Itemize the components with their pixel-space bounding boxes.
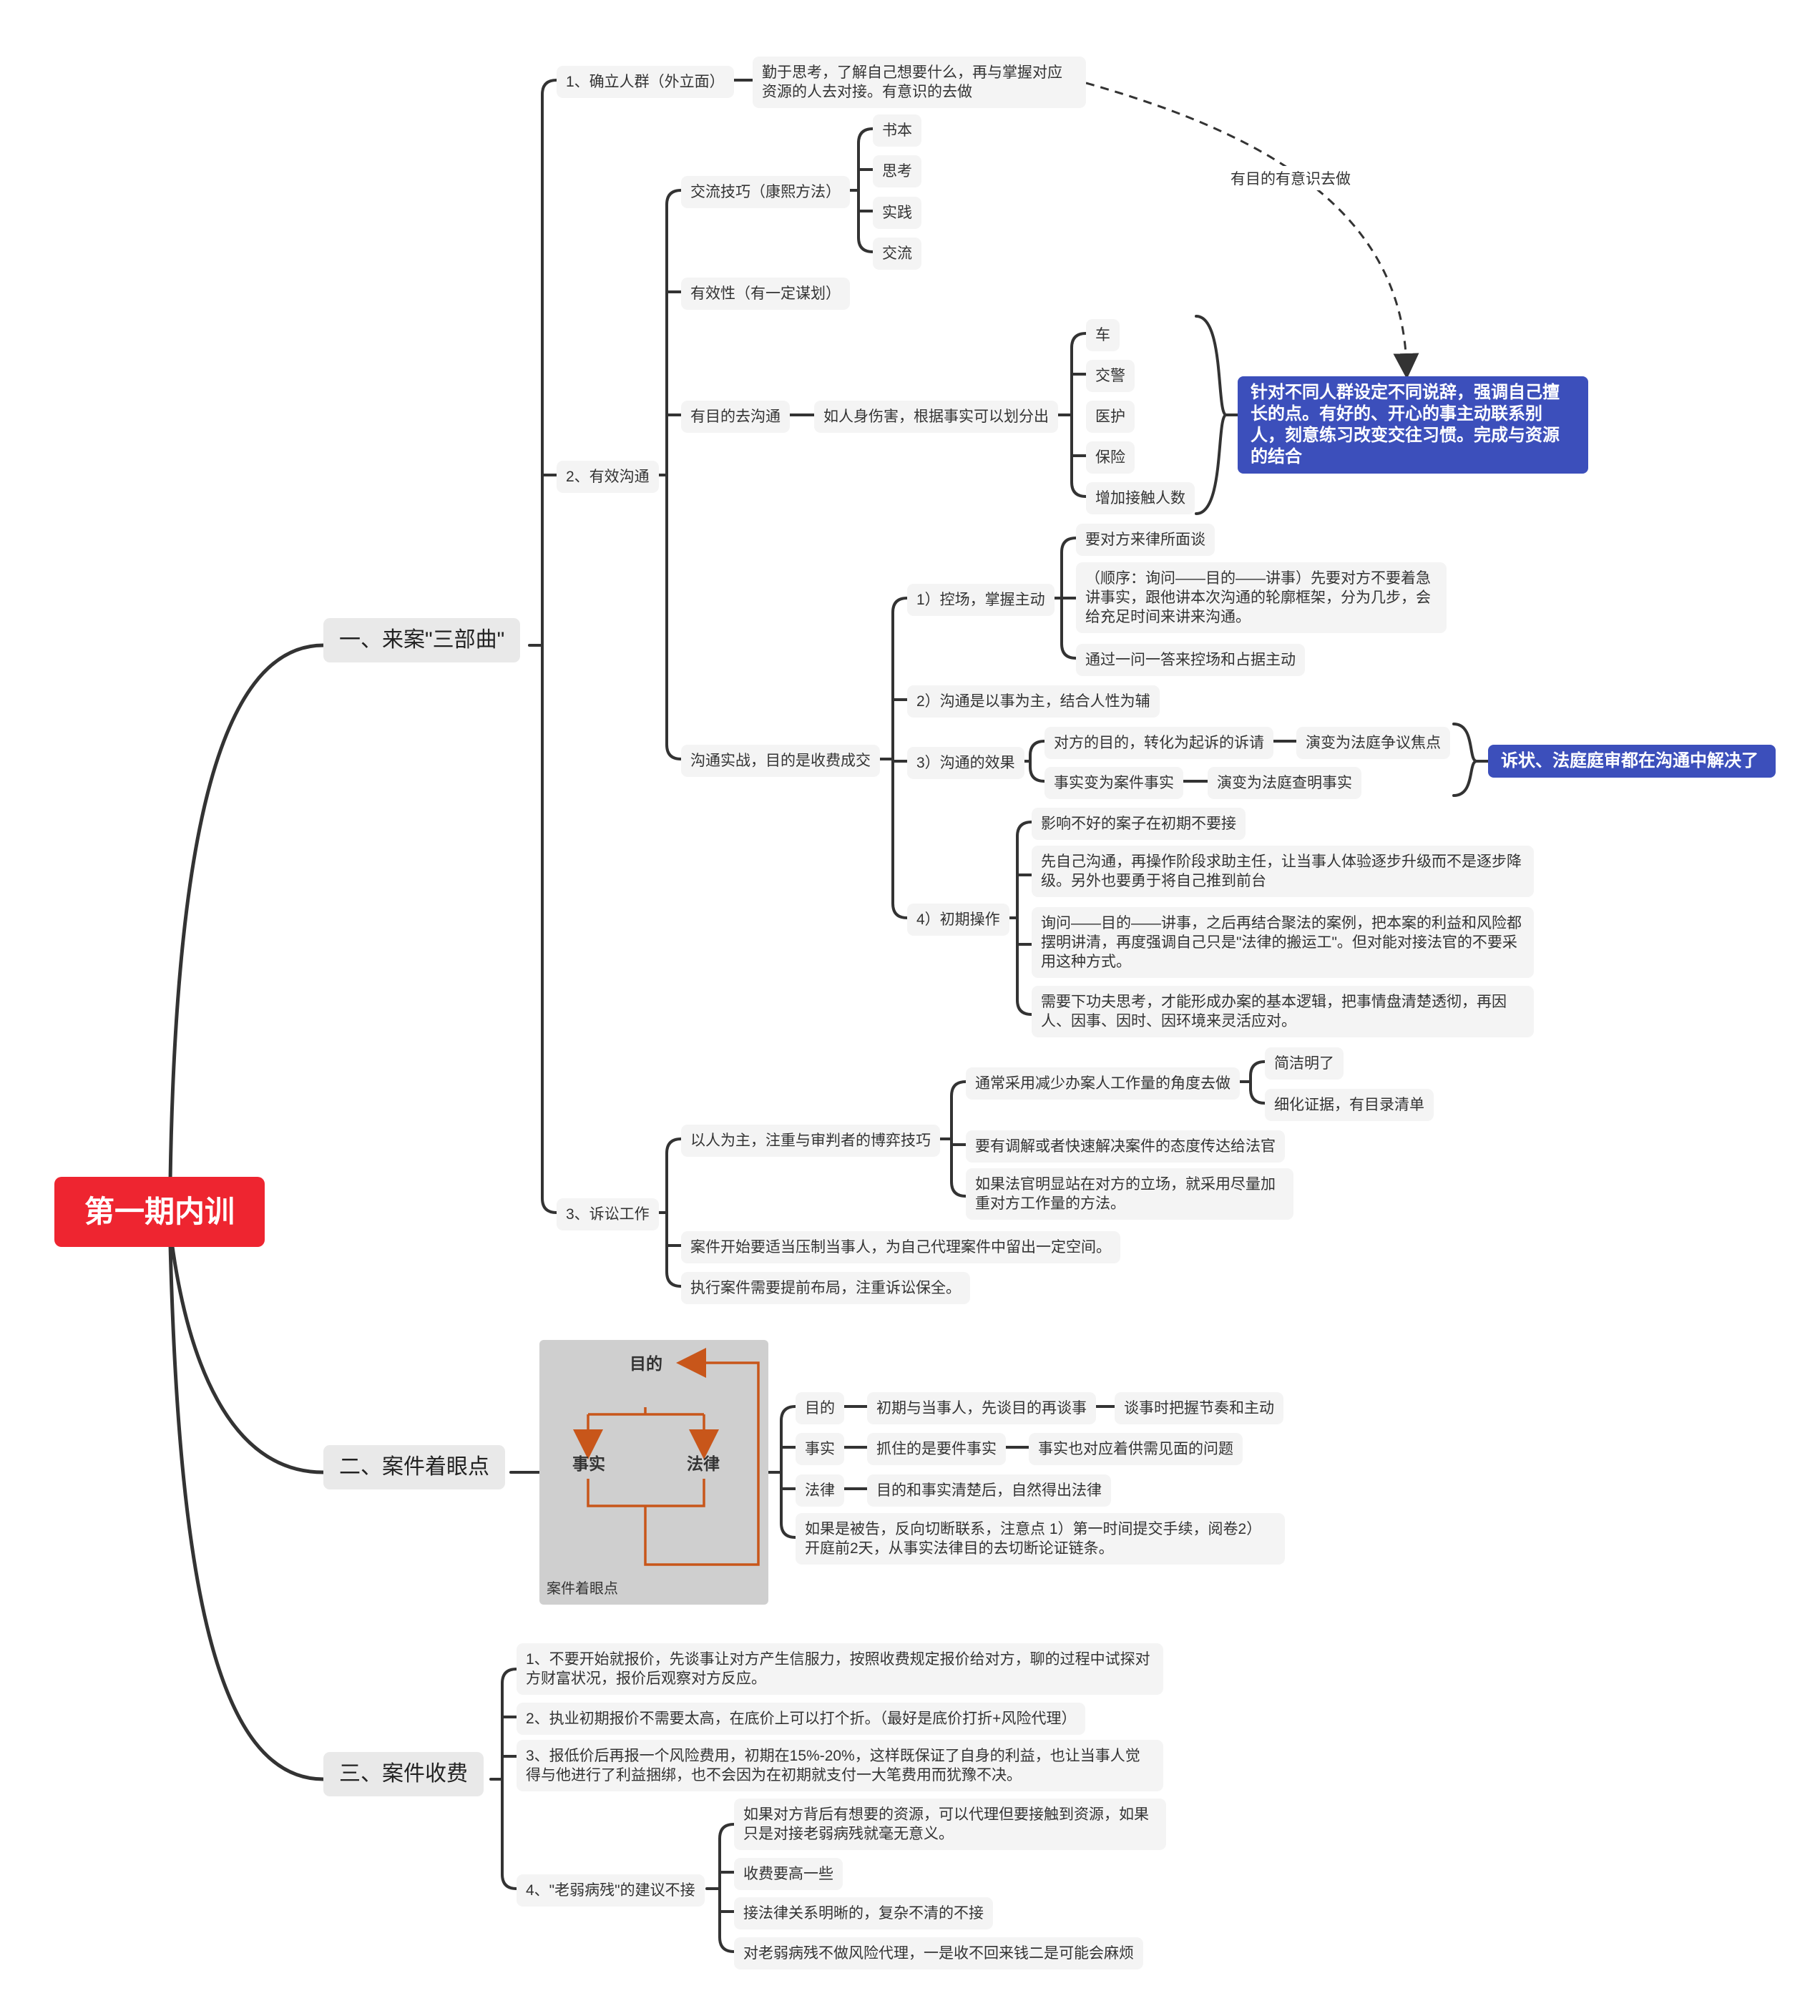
k1-item-2[interactable]: （顺序：询问——目的——讲事）先要对方不要着急讲事实，跟他讲本次沟通的轮廓框架，… bbox=[1076, 562, 1447, 633]
jiaoliu-item-2[interactable]: 思考 bbox=[873, 155, 921, 187]
focus-diagram-right-label: 法律 bbox=[687, 1454, 720, 1473]
s3-a-t3-node[interactable]: 如果法官明显站在对方的立场，就采用尽量加重对方工作量的方法。 bbox=[966, 1168, 1293, 1220]
sec2-row2-c[interactable]: 事实也对应着供需见面的问题 bbox=[1029, 1433, 1243, 1465]
sec2-row2-a[interactable]: 事实 bbox=[796, 1433, 844, 1465]
k3-node[interactable]: 3）沟通的效果 bbox=[907, 747, 1024, 779]
summary-1-node[interactable]: 针对不同人群设定不同说辞，强调自己擅长的点。有好的、开心的事主动联系别人，刻意练… bbox=[1238, 376, 1588, 474]
k3-a2-node[interactable]: 演变为法庭争议焦点 bbox=[1296, 727, 1450, 759]
s2-node[interactable]: 2、有效沟通 bbox=[557, 461, 659, 493]
k1-item-3[interactable]: 通过一问一答来控场和占据主动 bbox=[1076, 644, 1305, 676]
section-2-node[interactable]: 二、案件着眼点 bbox=[323, 1445, 505, 1489]
k4-node[interactable]: 4）初期操作 bbox=[907, 904, 1009, 936]
s3-a-t1b-node[interactable]: 细化证据，有目录清单 bbox=[1265, 1089, 1434, 1121]
s1-node[interactable]: 1、确立人群（外立面） bbox=[557, 66, 734, 98]
section-3-node[interactable]: 三、案件收费 bbox=[323, 1752, 484, 1796]
k4-item-1[interactable]: 影响不好的案子在初期不要接 bbox=[1032, 808, 1246, 840]
sec3-item-2[interactable]: 2、执业初期报价不需要太高，在底价上可以打个折。（最好是底价打折+风险代理） bbox=[517, 1703, 1086, 1735]
sec2-row2-b[interactable]: 抓住的是要件事实 bbox=[867, 1433, 1006, 1465]
k4-item-4[interactable]: 需要下功夫思考，才能形成办案的基本逻辑，把事情盘清楚透彻，再因人、因事、因时、因… bbox=[1032, 986, 1534, 1037]
s3-a-t1a-node[interactable]: 简洁明了 bbox=[1265, 1047, 1344, 1080]
mudi-item-1[interactable]: 车 bbox=[1086, 319, 1120, 351]
sec3-s4-item-3[interactable]: 接法律关系明晰的，复杂不清的不接 bbox=[734, 1897, 993, 1929]
sec2-row1-b[interactable]: 初期与当事人，先谈目的再谈事 bbox=[867, 1392, 1096, 1424]
sec2-row3-a[interactable]: 法律 bbox=[796, 1474, 844, 1507]
s3-a-t1-node[interactable]: 通常采用减少办案人工作量的角度去做 bbox=[966, 1067, 1240, 1100]
k1-item-1[interactable]: 要对方来律所面谈 bbox=[1076, 524, 1215, 556]
sec3-s4-item-4[interactable]: 对老弱病残不做风险代理，一是收不回来钱二是可能会麻烦 bbox=[734, 1937, 1143, 1969]
k1-node[interactable]: 1）控场，掌握主动 bbox=[907, 584, 1055, 616]
sec3-s4-node[interactable]: 4、"老弱病残"的建议不接 bbox=[517, 1874, 705, 1907]
sec3-s4-item-2[interactable]: 收费要高一些 bbox=[734, 1858, 843, 1890]
jiaoliu-item-1[interactable]: 书本 bbox=[873, 114, 921, 147]
jiaoliu-node[interactable]: 交流技巧（康熙方法） bbox=[681, 176, 850, 208]
s3-a-node[interactable]: 以人为主，注重与审判者的博弈技巧 bbox=[681, 1125, 940, 1157]
focus-diagram-image: 目的 事实 法律 案件着眼点 bbox=[539, 1340, 768, 1605]
focus-diagram-top-label: 目的 bbox=[630, 1354, 662, 1373]
k4-item-2[interactable]: 先自己沟通，再操作阶段求助主任，让当事人体验逐步升级而不是逐步降级。另外也要勇于… bbox=[1032, 846, 1534, 897]
s3-b-node[interactable]: 案件开始要适当压制当事人，为自己代理案件中留出一定空间。 bbox=[681, 1231, 1120, 1263]
s3-c-node[interactable]: 执行案件需要提前布局，注重诉讼保全。 bbox=[681, 1272, 970, 1304]
focus-diagram-arrows bbox=[573, 1348, 760, 1566]
sec2-row1-c[interactable]: 谈事时把握节奏和主动 bbox=[1115, 1392, 1283, 1424]
sec3-item-3[interactable]: 3、报低价后再报一个风险费用，初期在15%-20%，这样既保证了自身的利益，也让… bbox=[517, 1740, 1163, 1791]
focus-diagram-left-label: 事实 bbox=[572, 1454, 605, 1473]
section-1-node[interactable]: 一、来案"三部曲" bbox=[323, 618, 521, 662]
mudi-node[interactable]: 有目的去沟通 bbox=[681, 401, 790, 433]
s3-a-t2-node[interactable]: 要有调解或者快速解决案件的态度传达给法官 bbox=[966, 1130, 1285, 1163]
sec2-row1-a[interactable]: 目的 bbox=[796, 1392, 844, 1424]
youxiao-node[interactable]: 有效性（有一定谋划） bbox=[681, 278, 850, 310]
sec3-item-1[interactable]: 1、不要开始就报价，先谈事让对方产生信服力，按照收费规定报价给对方，聊的过程中试… bbox=[517, 1643, 1163, 1695]
k2-node[interactable]: 2）沟通是以事为主，结合人性为辅 bbox=[907, 685, 1160, 718]
k3-a-node[interactable]: 对方的目的，转化为起诉的诉请 bbox=[1044, 727, 1273, 759]
jiaoliu-item-4[interactable]: 交流 bbox=[873, 238, 921, 270]
mudi-sub-node[interactable]: 如人身伤害，根据事实可以划分出 bbox=[814, 401, 1058, 433]
sec2-note[interactable]: 如果是被告，反向切断联系，注意点 1）第一时间提交手续，阅卷2）开庭前2天，从事… bbox=[796, 1513, 1285, 1565]
sec2-row3-b[interactable]: 目的和事实清楚后，自然得出法律 bbox=[867, 1474, 1111, 1507]
jiaoliu-item-3[interactable]: 实践 bbox=[873, 197, 921, 229]
s3-node[interactable]: 3、诉讼工作 bbox=[557, 1198, 659, 1230]
mudi-item-5[interactable]: 增加接触人数 bbox=[1086, 482, 1195, 514]
k3-b2-node[interactable]: 演变为法庭查明事实 bbox=[1208, 767, 1361, 799]
s1-detail-node[interactable]: 勤于思考，了解自己想要什么，再与掌握对应资源的人去对接。有意识的去做 bbox=[753, 57, 1086, 108]
sec3-s4-item-1[interactable]: 如果对方背后有想要的资源，可以代理但要接触到资源，如果只是对接老弱病残就毫无意义… bbox=[734, 1799, 1166, 1850]
mudi-item-4[interactable]: 保险 bbox=[1086, 441, 1135, 474]
shizhan-node[interactable]: 沟通实战，目的是收费成交 bbox=[681, 745, 880, 777]
focus-diagram-caption: 案件着眼点 bbox=[547, 1581, 618, 1597]
k3-b-node[interactable]: 事实变为案件事实 bbox=[1044, 767, 1183, 799]
mudi-item-3[interactable]: 医护 bbox=[1086, 401, 1135, 433]
root-node[interactable]: 第一期内训 bbox=[54, 1177, 265, 1247]
mudi-item-2[interactable]: 交警 bbox=[1086, 360, 1135, 392]
summary-2-node[interactable]: 诉状、法庭庭审都在沟通中解决了 bbox=[1488, 745, 1776, 778]
relation-label[interactable]: 有目的有意识去做 bbox=[1228, 166, 1354, 190]
k4-item-3[interactable]: 询问——目的——讲事，之后再结合聚法的案例，把本案的利益和风险都摆明讲清，再度强… bbox=[1032, 907, 1534, 978]
